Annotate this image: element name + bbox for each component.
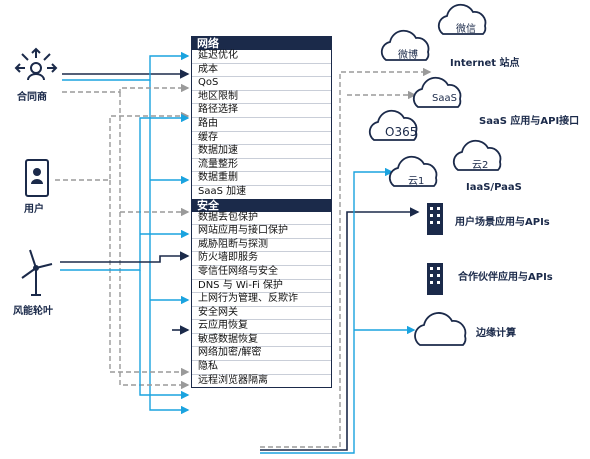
security-item: 安全网关 [192, 305, 331, 320]
source-label-wind: 风能轮叶 [13, 306, 53, 317]
security-item: 威胁阻断与探测 [192, 237, 331, 252]
network-item: 成本 [192, 62, 331, 77]
cloud-label-cloud2: 云2 [472, 160, 489, 171]
security-section-title: 安全 [192, 198, 331, 212]
cloud2-shape [452, 139, 502, 171]
o365-cloud [368, 109, 418, 141]
wind-turbine-icon [21, 249, 53, 296]
source-label-user: 用户 [24, 204, 44, 215]
dest-label-internet: Internet 站点 [450, 58, 520, 69]
security-item: 零信任网络与安全 [192, 264, 331, 279]
security-item: 敏感数据恢复 [192, 332, 331, 347]
cloud-label-o365: O365 [385, 125, 418, 139]
dest-label-user-apps: 用户场景应用与APIs [455, 217, 550, 228]
security-item: 网站应用与接口保护 [192, 224, 331, 238]
edge-cloud [414, 312, 467, 346]
network-item: 缓存 [192, 130, 331, 145]
cloud-label-wechat: 微信 [456, 24, 476, 35]
services-panel: 网络 延迟优化 成本 QoS 地区限制 路径选择 路由 缓存 数据加速 流量整形… [191, 36, 332, 389]
network-item: 数据重删 [192, 171, 331, 185]
dest-label-iaas-paas: IaaS/PaaS [466, 182, 522, 193]
security-item: 网络加密/解密 [192, 346, 331, 360]
network-section-title: 网络 [192, 37, 331, 50]
dest-label-saas-api: SaaS 应用与API接口 [479, 116, 580, 127]
cloud1-shape [388, 155, 438, 187]
security-item: 远程浏览器隔离 [192, 373, 331, 388]
network-item: SaaS 加速 [192, 184, 331, 199]
network-item: 路由 [192, 116, 331, 131]
building-icons [427, 203, 443, 295]
dest-label-edge: 边缘计算 [476, 328, 516, 339]
weibo-cloud [380, 29, 430, 61]
network-item: 数据加速 [192, 144, 331, 158]
cloud-shapes [368, 3, 502, 346]
dest-label-partner-apps: 合作伙伴应用与APIs [458, 272, 553, 283]
cloud-label-cloud1: 云1 [408, 176, 425, 187]
cloud-label-weibo: 微博 [398, 50, 418, 61]
security-item: 数据丢包保护 [198, 211, 258, 223]
security-item: 防火墙即服务 [192, 251, 331, 265]
security-item: DNS 与 Wi-Fi 保护 [192, 278, 331, 293]
network-item: 地区限制 [192, 89, 331, 104]
network-item: 延迟优化 [198, 50, 238, 61]
mobile-user-icon [25, 159, 49, 197]
security-item: 隐私 [192, 360, 331, 374]
network-item: 流量整形 [192, 157, 331, 172]
network-item: QoS [192, 76, 331, 90]
partner-network-icon [14, 47, 58, 81]
security-item: 云应用恢复 [192, 319, 331, 333]
network-item: 路径选择 [192, 103, 331, 117]
wechat-cloud [437, 3, 487, 35]
source-label-partner: 合同商 [17, 92, 47, 103]
security-item: 上网行为管理、反欺诈 [192, 292, 331, 306]
cloud-label-saas: SaaS [432, 93, 457, 104]
saas-cloud [412, 76, 462, 108]
